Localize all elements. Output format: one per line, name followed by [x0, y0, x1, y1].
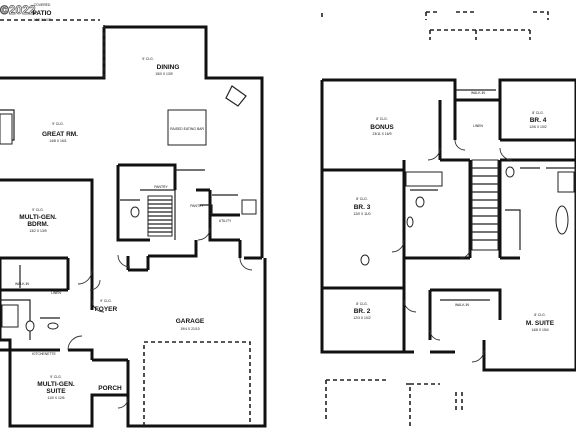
br3-label: BR. 3: [354, 204, 371, 211]
suite-toilet-icon: [505, 166, 515, 178]
m-suite-label: M. SUITE: [526, 320, 555, 327]
bonus-label: BONUS: [370, 124, 394, 131]
br4-sub: 8' CLG.: [532, 111, 543, 115]
foyer-sub: 9' CLG.: [100, 299, 111, 303]
main-floor-plan: COVERED PATIO 14/0 X 10/7 9' CLG. DINING…: [0, 3, 267, 428]
kitchenette-label: KITCHENETTE: [32, 352, 56, 356]
upper-toilet-icon: [415, 196, 425, 208]
br2-sub: 8' CLG.: [356, 302, 367, 306]
foyer-label: FOYER: [95, 306, 118, 313]
br4-dims: 12/6 X 10/2: [529, 125, 546, 129]
m-suite-sub: 8' CLG.: [534, 313, 545, 317]
porch-label: PORCH: [98, 385, 122, 392]
main-stairs: [147, 195, 173, 237]
multigen-bdrm-dims: 13/2 X 13/9: [29, 229, 46, 233]
kitchen-island: [167, 109, 207, 146]
br3-dims: 12/0 X 11/0: [353, 212, 370, 216]
patio-dims: 14/0 X 10/7: [33, 18, 50, 22]
great-room-label: GREAT RM.: [42, 131, 78, 138]
suite-shower-icon: [557, 171, 575, 193]
island-label: RAISED EATING BAR: [170, 127, 204, 131]
bonus-dims: 23/11 X 16/9: [373, 132, 392, 136]
washer-icon: [241, 199, 257, 215]
hall-toilet-icon: [360, 254, 370, 266]
walkin-label: WALK-IN: [15, 282, 30, 286]
fireplace: [0, 113, 13, 145]
shower-icon: [1, 304, 19, 328]
multigen-bdrm-label2: BDRM.: [27, 221, 48, 228]
upper-floor-exterior-wall: [320, 78, 576, 372]
multigen-suite-label2: SUITE: [46, 388, 66, 395]
upper-linen-label: LINEN: [473, 124, 484, 128]
multigen-suite-sub: 9' CLG.: [50, 375, 61, 379]
porch-sub: COVERED: [102, 393, 119, 397]
multigen-bdrm-sub: 9' CLG.: [32, 208, 43, 212]
utility-label: UTILITY: [219, 219, 232, 223]
garage-label: GARAGE: [176, 318, 205, 325]
bonus-sub: 8' CLG.: [376, 117, 387, 121]
multigen-suite-dims: 11/0 X 12/6: [47, 396, 64, 400]
br2-label: BR. 2: [354, 308, 371, 315]
upper-floor-door-swings: [391, 139, 513, 363]
copyright-watermark: ©2022: [0, 3, 36, 17]
dining-bay-window: [225, 85, 247, 107]
dining-dims: 15/0 X 13/9: [155, 72, 172, 76]
sink-icon: [47, 322, 59, 330]
garage-dims: 19/4 X 21/10: [180, 327, 199, 331]
upper-stairs: [471, 159, 499, 251]
main-floor-door-swings: [67, 227, 253, 409]
patio-outline: [0, 19, 105, 78]
br3-sub: 8' CLG.: [356, 197, 367, 201]
br2-dims: 12/3 X 10/2: [353, 316, 370, 320]
patio-sub: COVERED: [34, 3, 51, 7]
upper-sink-icon: [406, 216, 414, 228]
toilet-icon: [25, 320, 35, 332]
upper-walkin-label: WALK-IN: [471, 91, 486, 95]
garage-door: [143, 341, 251, 426]
linen-label: LINEN: [51, 291, 62, 295]
upper-floor-interior-walls: [322, 100, 576, 352]
br4-label: BR. 4: [530, 117, 547, 124]
bathtub-icon: [405, 171, 443, 187]
dining-label: DINING: [157, 64, 180, 71]
dining-sub: 9' CLG.: [142, 57, 153, 61]
great-room-sub: 9' CLG.: [52, 122, 63, 126]
upper-floor-plan: 8' CLG. BONUS 23/11 X 16/9 WALK-IN LINEN…: [320, 11, 576, 426]
multigen-suite-label: MULTI-GEN.: [37, 381, 75, 388]
patio-label: PATIO: [33, 10, 52, 17]
great-room-dims: 14/8 X 16/1: [49, 139, 66, 143]
multigen-bdrm-label: MULTI-GEN.: [19, 214, 57, 221]
pantry-label: PANTRY: [154, 185, 168, 189]
m-suite-dims: 14/8 X 15/4: [531, 328, 548, 332]
walk-in-pantry-label: PANTRY: [190, 204, 204, 208]
suite-tub-icon: [555, 205, 569, 235]
powder-toilet-icon: [130, 206, 140, 218]
suite-walkin-label: WALK-IN: [455, 303, 470, 307]
main-floor-cabinetry: [0, 109, 238, 340]
upper-floor-roofline: [321, 11, 549, 426]
